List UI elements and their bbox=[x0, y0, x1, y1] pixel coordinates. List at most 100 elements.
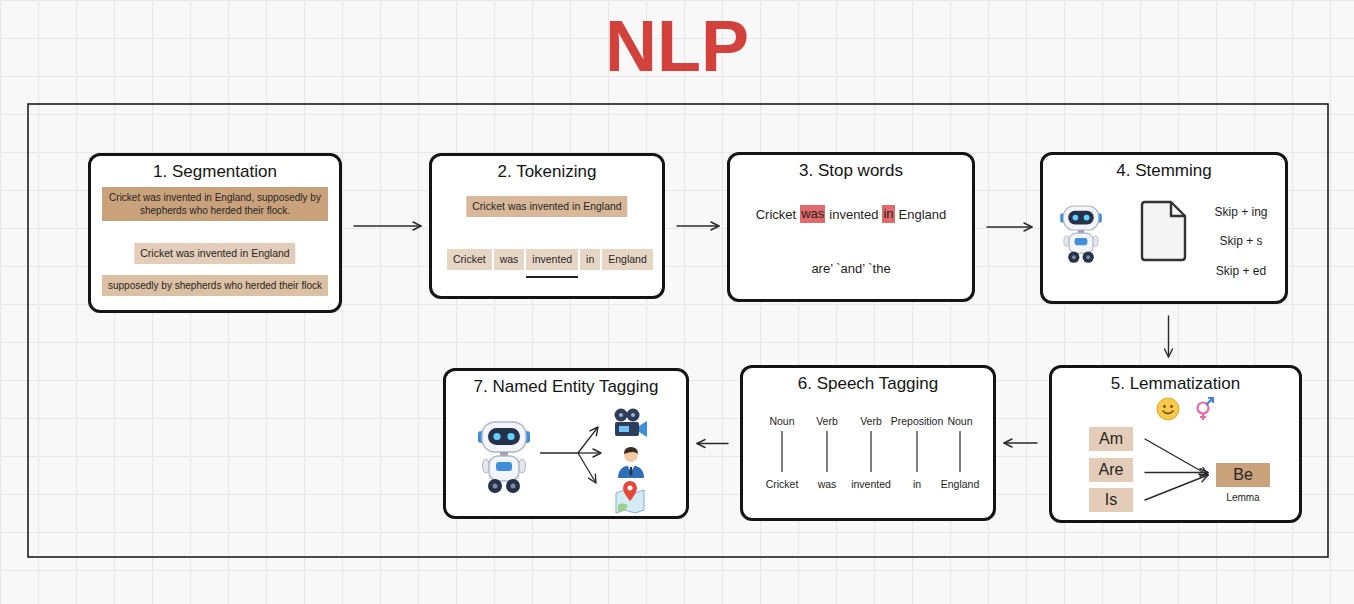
text-chip: in bbox=[580, 249, 600, 270]
heading-slot: 6. Speech Tagging bbox=[743, 374, 993, 394]
step-card: 5. LemmatizationLemma AmAreIs Be bbox=[1049, 365, 1302, 523]
connector-arrow bbox=[1145, 439, 1208, 475]
flow-row: CricketinventedEnglandwasin bbox=[730, 205, 972, 223]
text-slot: Noun bbox=[769, 413, 794, 428]
location-icon-part bbox=[618, 503, 628, 512]
step-card: 1. SegmentationCricket was invented in E… bbox=[88, 153, 342, 313]
camera-icon-part bbox=[615, 409, 628, 422]
chip-text: Cricket was invented in England, suppose… bbox=[109, 192, 321, 216]
chip-text: in bbox=[883, 206, 893, 221]
text-slot: Verb bbox=[860, 413, 882, 428]
camera-icon-part bbox=[631, 413, 635, 417]
step-text: was bbox=[818, 478, 837, 490]
gender-icon-part bbox=[1207, 398, 1213, 404]
heading-slot: 3. Stop words bbox=[730, 161, 972, 181]
chip-text: invented bbox=[532, 253, 572, 265]
text-slot: Preposition bbox=[891, 413, 944, 428]
camera-icon-part bbox=[619, 413, 623, 417]
step-card: 7. Named Entity Tagging bbox=[443, 368, 689, 519]
camera-icon-part bbox=[615, 422, 639, 436]
person-icon-part bbox=[624, 448, 638, 462]
person-icon-part bbox=[618, 465, 644, 478]
connector-arrow bbox=[677, 225, 719, 226]
connector-arrow bbox=[1004, 442, 1037, 443]
split-arrow-part bbox=[578, 453, 596, 483]
step-text: Verb bbox=[860, 415, 882, 427]
connector-arrow bbox=[354, 225, 421, 226]
text-slot: Cricket bbox=[766, 476, 799, 491]
robot-icon bbox=[1057, 203, 1105, 265]
step-text: are’ `and’ `the bbox=[811, 261, 890, 276]
document-icon bbox=[1139, 199, 1189, 263]
step-card: 3. Stop wordsCricketinventedEnglandwasin… bbox=[727, 152, 975, 302]
robot-icon-part bbox=[1060, 206, 1102, 263]
connector-arrow bbox=[1145, 472, 1208, 473]
step-heading: 5. Lemmatization bbox=[1111, 374, 1240, 393]
step-text: Noun bbox=[769, 415, 794, 427]
document-icon-part bbox=[1171, 202, 1185, 216]
text-slot: are’ `and’ `the bbox=[730, 261, 972, 276]
person-icon-part bbox=[630, 467, 633, 476]
text-chip: Are bbox=[1089, 458, 1133, 482]
tag-lines-part bbox=[782, 431, 960, 472]
location-icon bbox=[614, 479, 646, 513]
robot-icon-part bbox=[478, 422, 530, 493]
heading-slot: 5. Lemmatization bbox=[1052, 374, 1299, 394]
text-chip: Cricket was invented in England bbox=[134, 243, 295, 264]
flow-row: Cricket was invented in England bbox=[446, 249, 648, 270]
chip-text: Am bbox=[1099, 430, 1123, 447]
chip-text: Cricket was invented in England bbox=[472, 200, 621, 212]
text-chip: was bbox=[494, 249, 525, 270]
smiley-icon-part bbox=[1170, 405, 1173, 408]
location-icon-part bbox=[623, 481, 637, 501]
chip-text: England bbox=[608, 253, 647, 265]
text-chip: in bbox=[882, 205, 894, 223]
camera-icon-part bbox=[639, 421, 647, 437]
connector-arrow bbox=[1145, 475, 1208, 500]
text-chip: Cricket bbox=[447, 249, 492, 270]
text-slot: Lemma bbox=[1226, 489, 1259, 505]
step-text: Cricket bbox=[756, 207, 796, 222]
title-slot: NLP bbox=[0, 4, 1354, 88]
text-chip: supposedly by shepherds who herded their… bbox=[102, 275, 328, 296]
text-slot: Skip + ed bbox=[1216, 263, 1266, 278]
text-chip: Be bbox=[1216, 463, 1270, 487]
text-chip: Cricket was invented in England, suppose… bbox=[102, 187, 328, 221]
chip-text: Cricket was invented in England bbox=[140, 247, 289, 259]
split-arrow-part bbox=[578, 452, 601, 453]
smiley-icon-part bbox=[1163, 405, 1166, 408]
camera-icon-part bbox=[627, 409, 640, 422]
person-icon bbox=[614, 444, 648, 478]
document-icon-part bbox=[1142, 202, 1185, 260]
step-heading: 1. Segmentation bbox=[153, 162, 277, 181]
step-text: Lemma bbox=[1226, 492, 1259, 503]
step-text: invented bbox=[851, 478, 891, 490]
outer-frame bbox=[28, 104, 1328, 557]
connector-arrow bbox=[1168, 316, 1169, 357]
person-icon-part bbox=[624, 447, 638, 454]
chip-text: was bbox=[500, 253, 519, 265]
text-slot: was bbox=[818, 476, 837, 491]
chip-text: supposedly by shepherds who herded their… bbox=[108, 280, 322, 291]
step-text: Skip + ed bbox=[1216, 264, 1266, 278]
chip-text: in bbox=[586, 253, 594, 265]
step-card: 2. TokenizingCricket was invented in Eng… bbox=[429, 153, 665, 299]
step-card: 6. Speech TaggingNoun Verb Verb Preposition… bbox=[740, 365, 996, 521]
step-text: Preposition bbox=[891, 415, 944, 427]
location-icon-part bbox=[628, 486, 633, 491]
text-chip: Cricket was invented in England bbox=[466, 196, 627, 217]
step-heading: 6. Speech Tagging bbox=[798, 374, 939, 393]
heading-slot: 1. Segmentation bbox=[91, 162, 339, 182]
smiley-icon-part bbox=[1163, 411, 1173, 414]
text-slot: Skip + ing bbox=[1214, 204, 1267, 219]
step-text: Noun bbox=[947, 415, 972, 427]
text-chip: Is bbox=[1089, 488, 1133, 512]
step-text: Skip + s bbox=[1219, 234, 1262, 248]
gender-icon-part bbox=[1200, 414, 1206, 421]
chip-text: Are bbox=[1099, 461, 1124, 478]
step-text: Cricket bbox=[766, 478, 799, 490]
camera-icon bbox=[612, 407, 648, 441]
smiley-icon bbox=[1156, 397, 1180, 421]
step-text: Verb bbox=[816, 415, 838, 427]
